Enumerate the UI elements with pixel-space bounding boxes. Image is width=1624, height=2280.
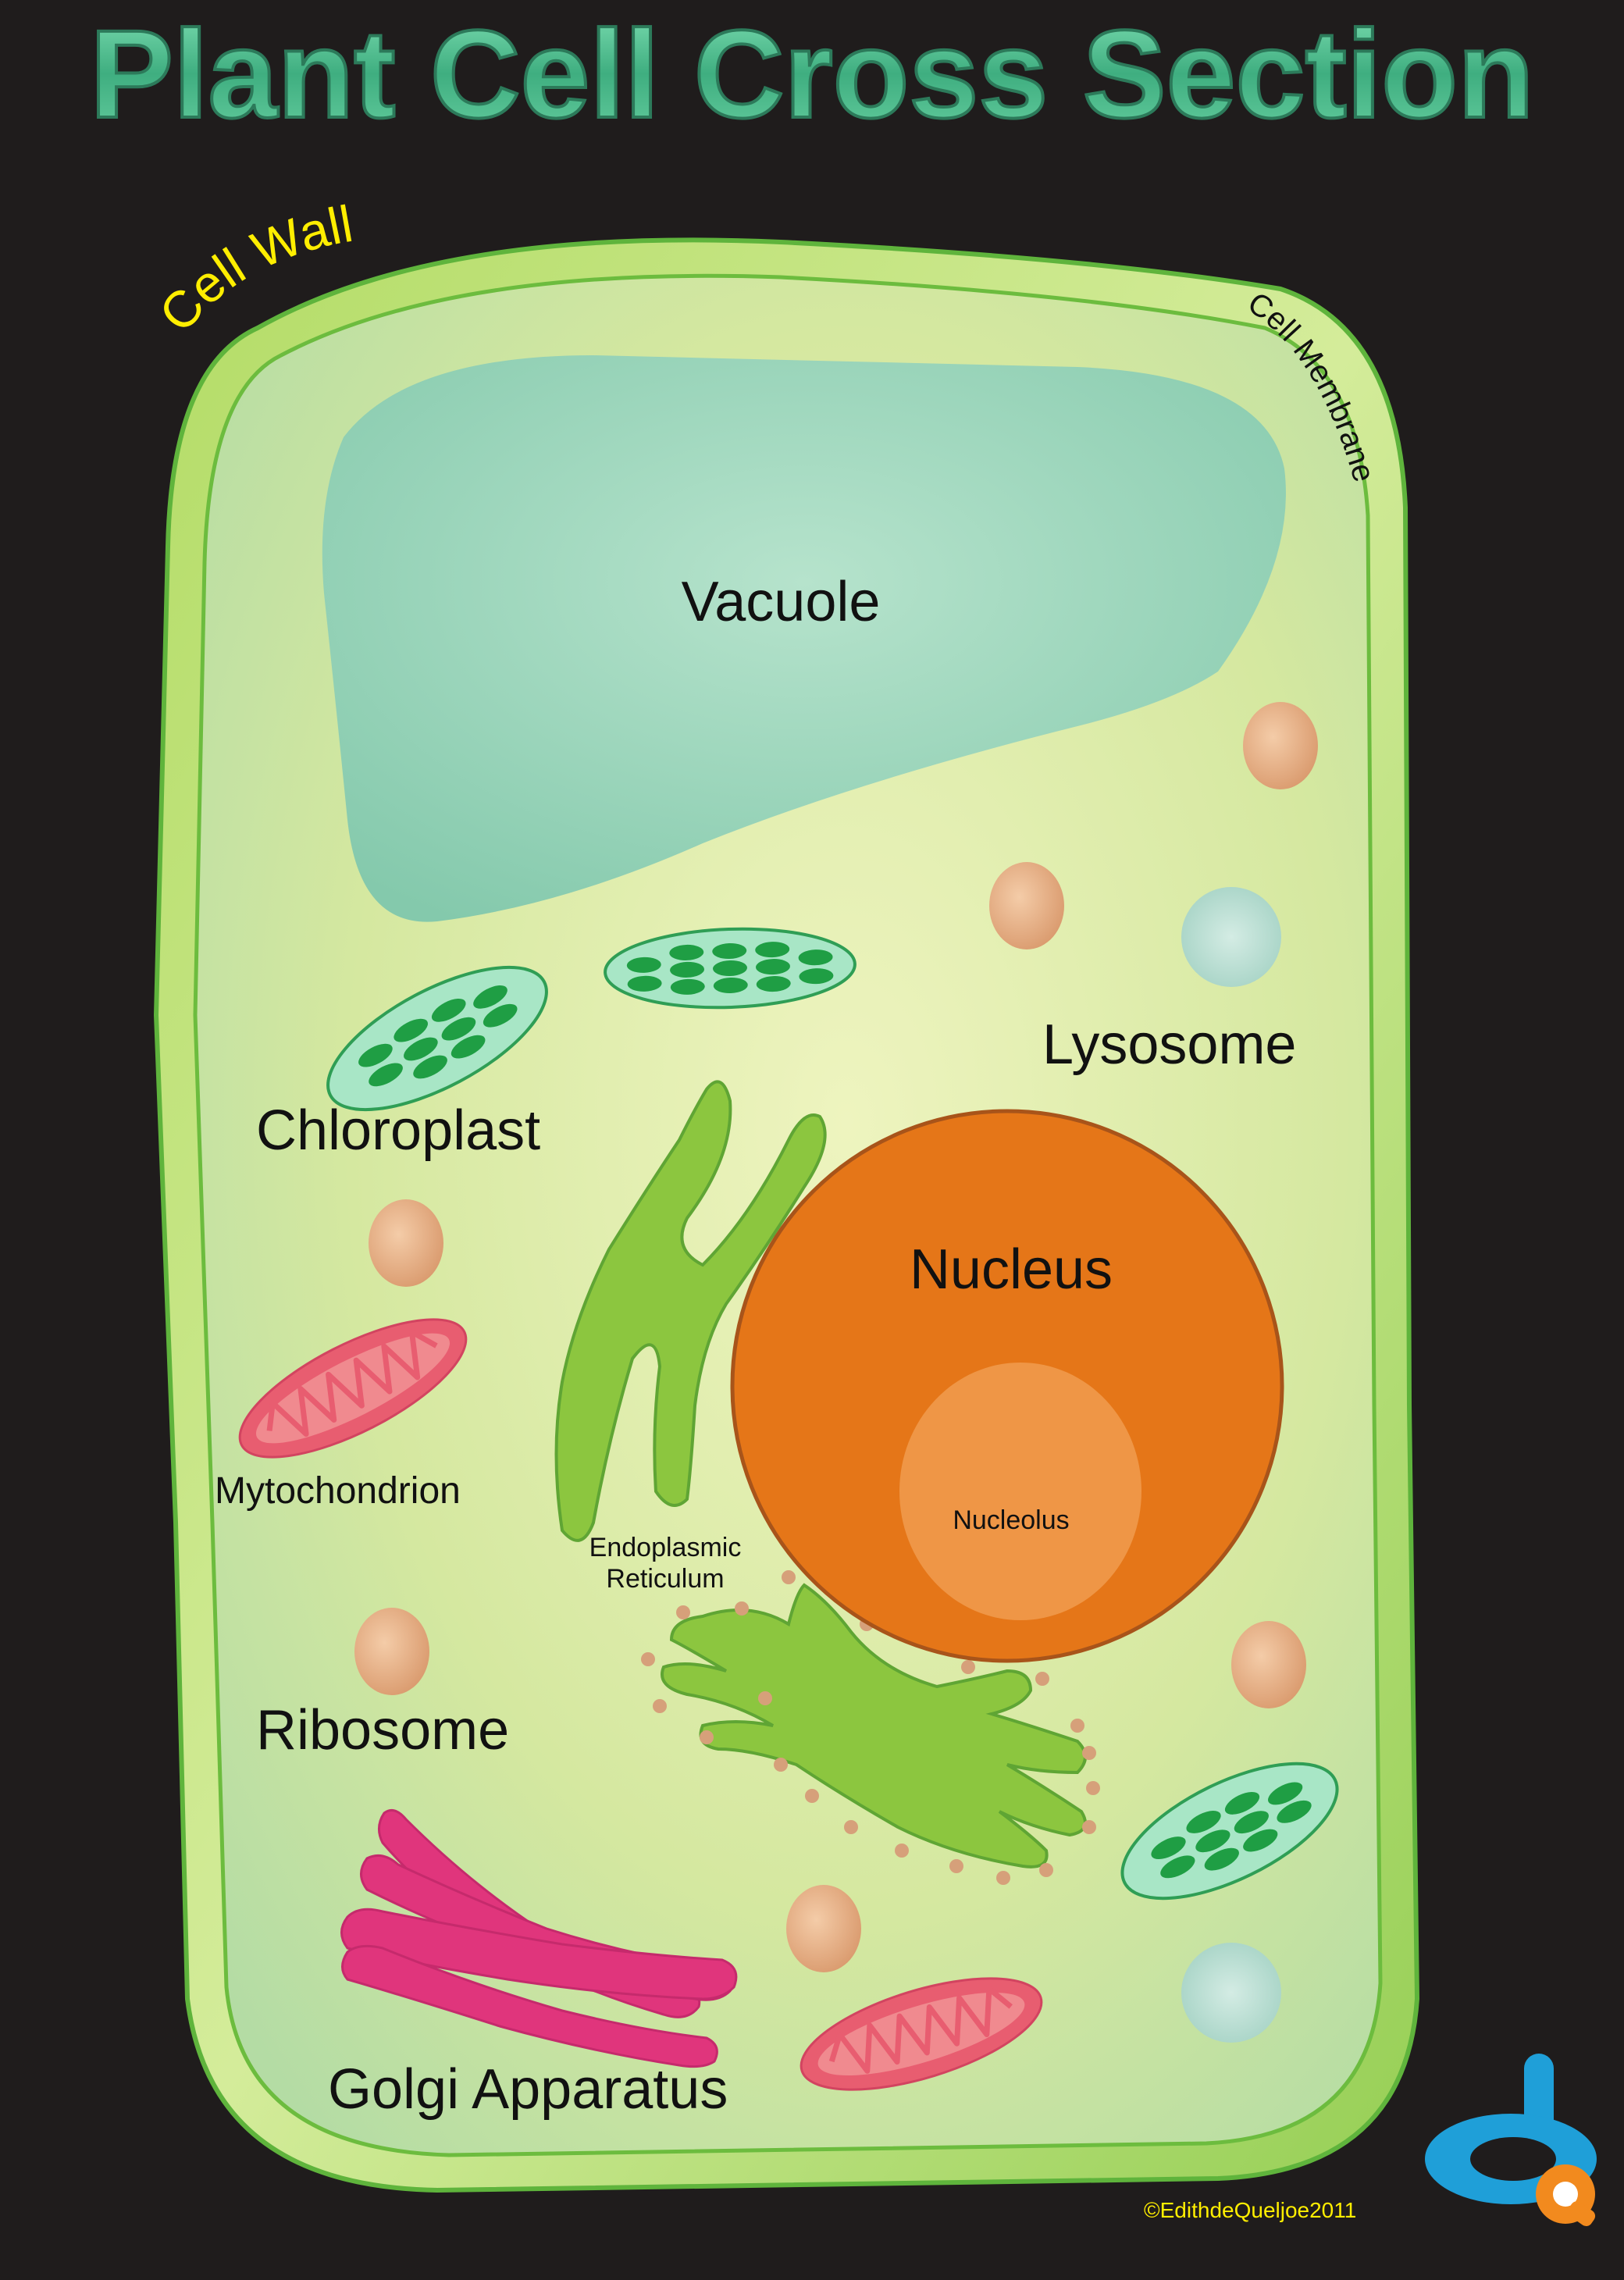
copyright-text: ©EdithdeQueljoe2011 xyxy=(1144,2198,1356,2222)
golgi-label: Golgi Apparatus xyxy=(328,2058,728,2121)
logo xyxy=(1425,2054,1597,2227)
ribosome xyxy=(989,862,1064,949)
mitochondrion-left xyxy=(238,1318,468,1459)
nucleolus-label: Nucleolus xyxy=(953,1505,1069,1535)
ribosome xyxy=(1231,1621,1306,1708)
er-label-line1: Endoplasmic xyxy=(589,1533,742,1562)
page-title: Plant Cell Cross Section xyxy=(90,4,1533,144)
chloroplast-label: Chloroplast xyxy=(256,1099,540,1162)
er-ribosome-dots xyxy=(641,1570,1100,1885)
endoplasmic-reticulum-upper xyxy=(554,1080,827,1542)
ribosomes xyxy=(354,702,1318,1972)
nucleolus xyxy=(899,1363,1141,1620)
nucleus-label: Nucleus xyxy=(910,1238,1113,1301)
lysosome-label: Lysosome xyxy=(1042,1014,1296,1076)
vacuole xyxy=(322,355,1286,922)
ribosome xyxy=(354,1608,429,1695)
ribosome xyxy=(1243,702,1318,789)
ribosome xyxy=(786,1885,861,1972)
lysosome xyxy=(1181,1943,1281,2043)
mitochondrion-label: Mytochondrion xyxy=(215,1470,461,1512)
chloroplast-bottom-right xyxy=(1120,1762,1339,1901)
er-label-line2: Reticulum xyxy=(606,1564,724,1594)
chloroplast-top xyxy=(604,927,857,1010)
mitochondrion-bottom xyxy=(800,1977,1043,2091)
ribosome xyxy=(369,1199,443,1287)
chloroplast-left xyxy=(326,965,548,1112)
lysosome xyxy=(1181,887,1281,987)
golgi-apparatus xyxy=(340,1808,738,2068)
vacuole-label: Vacuole xyxy=(682,571,881,633)
ribosome-label: Ribosome xyxy=(256,1699,509,1762)
endoplasmic-reticulum-lower xyxy=(641,1570,1100,1885)
